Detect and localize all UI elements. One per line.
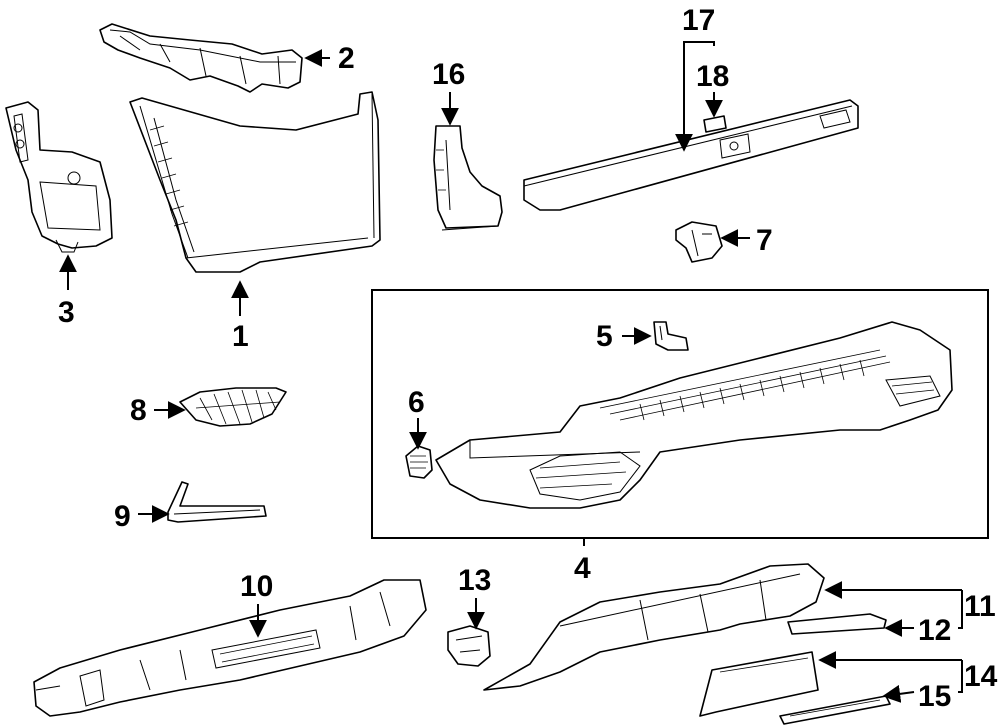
part-9-trim — [167, 481, 267, 523]
callout-3: 3 — [58, 296, 75, 329]
part-16-corner-piece — [433, 125, 503, 231]
callout-17: 17 — [682, 4, 715, 37]
part-10-absorber — [33, 579, 427, 717]
part-6-clip — [405, 445, 433, 479]
part-13-clip — [447, 625, 491, 667]
leader-11-bracket — [958, 590, 963, 629]
part-17-upper-beam — [523, 99, 859, 211]
callout-10: 10 — [240, 570, 273, 603]
callout-1: 1 — [232, 320, 249, 353]
part-3-side-bracket — [5, 101, 113, 253]
part-12-strip — [787, 613, 887, 635]
leader-14-bracket — [958, 660, 963, 693]
part-11-lower-skirt — [483, 563, 825, 691]
callout-13: 13 — [458, 564, 491, 597]
part-14-panel — [699, 651, 819, 717]
part-2-bracket — [99, 23, 303, 93]
leader-lines — [59, 41, 963, 703]
part-15-strip — [779, 695, 891, 725]
callout-6: 6 — [408, 386, 425, 419]
leader-17-bracket — [683, 41, 715, 46]
callout-14: 14 — [964, 660, 998, 693]
callout-4: 4 — [574, 552, 591, 585]
callout-2: 2 — [338, 42, 355, 75]
part-8-grille — [179, 387, 287, 427]
callout-8: 8 — [130, 394, 147, 427]
callout-11: 11 — [964, 590, 996, 623]
callout-5: 5 — [596, 320, 613, 353]
part-7-small-bracket — [675, 221, 723, 263]
part-5-clip — [653, 321, 689, 351]
callout-9: 9 — [114, 500, 131, 533]
callout-15: 15 — [918, 680, 951, 713]
callout-18: 18 — [696, 60, 729, 93]
callout-12: 12 — [918, 614, 951, 647]
part-1-side-cover — [129, 91, 381, 273]
callout-16: 16 — [432, 58, 465, 91]
callout-7: 7 — [756, 224, 773, 257]
callout-labels: 2 3 1 16 17 18 7 5 6 8 9 4 10 13 11 12 1… — [58, 4, 998, 713]
leader-15 — [882, 684, 915, 703]
part-18-clip — [703, 115, 727, 133]
part-4-bumper-group — [371, 289, 989, 539]
